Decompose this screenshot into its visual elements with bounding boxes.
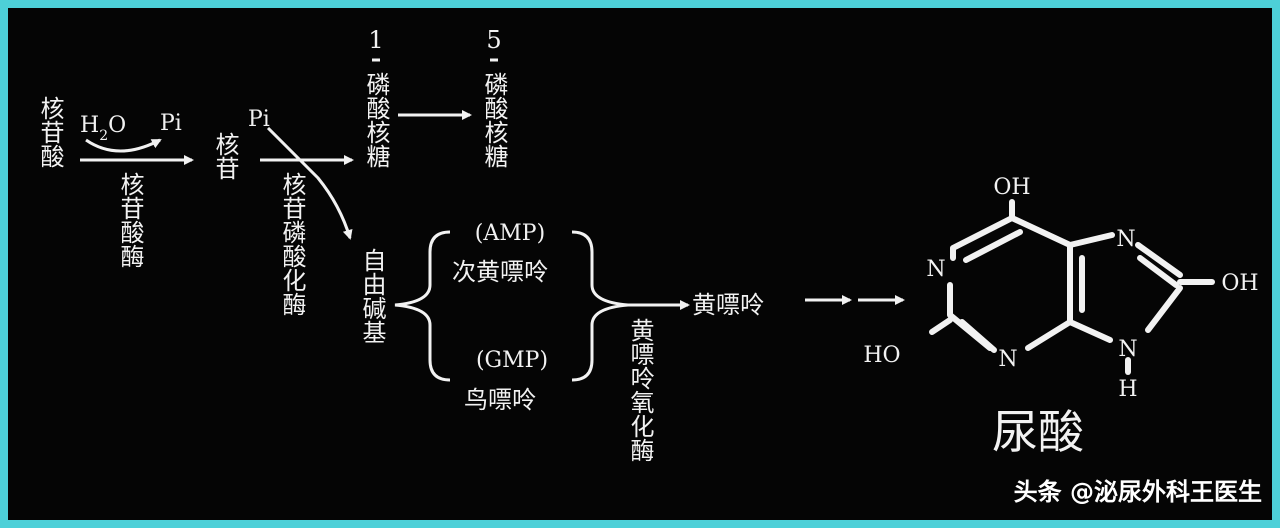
watermark-text: 头条 @泌尿外科王医生 [1014,478,1262,506]
nucleotidase-label: 核苷酸酶 [116,172,144,268]
n7-label: N [1116,227,1135,252]
nucleoside-label: 核苷 [211,132,239,180]
uric-acid-title: 尿酸 [992,405,1084,459]
ho-left-label: HO [863,343,900,368]
ribose1-label: 磷酸核糖 [362,72,390,168]
h2o-h: H [80,113,99,138]
right-brace [571,230,629,382]
phosphorylase-label: 核苷磷酸化酶 [278,172,306,316]
ribose5-number: 5 [486,26,501,54]
left-brace [394,230,451,382]
xanthine-oxidase-label: 黄嘌呤氧化酶 [626,318,654,462]
h2o-label: H2O [80,113,126,144]
pi-label-2: Pi [248,107,270,132]
n3-label: N [998,347,1017,372]
hypoxanthine-label: 次黄嘌呤 [452,258,548,286]
free-base-label: 自由碱基 [358,248,386,344]
arrow-to-free-base [266,126,353,240]
oh-top-label: OH [993,175,1030,200]
pi-label-1: Pi [160,111,182,136]
h2o-o: O [108,113,126,138]
arrow-pi-release-1 [85,138,162,153]
oh-right-label: OH [1221,271,1258,296]
ribose5-label: 磷酸核糖 [480,72,508,168]
guanine-label: 鸟嘌呤 [464,386,536,414]
nucleotide-label: 核苷酸 [36,96,64,168]
uric-acid-structure [929,199,1215,375]
h2o-sub: 2 [99,128,108,144]
h9-label: H [1118,377,1137,402]
n9-label: N [1118,337,1137,362]
n1-label: N [926,257,945,282]
amp-label: (AMP) [475,221,545,246]
xanthine-label: 黄嘌呤 [692,291,764,319]
gmp-label: (GMP) [476,348,548,373]
ribose1-number: 1 [368,26,383,54]
